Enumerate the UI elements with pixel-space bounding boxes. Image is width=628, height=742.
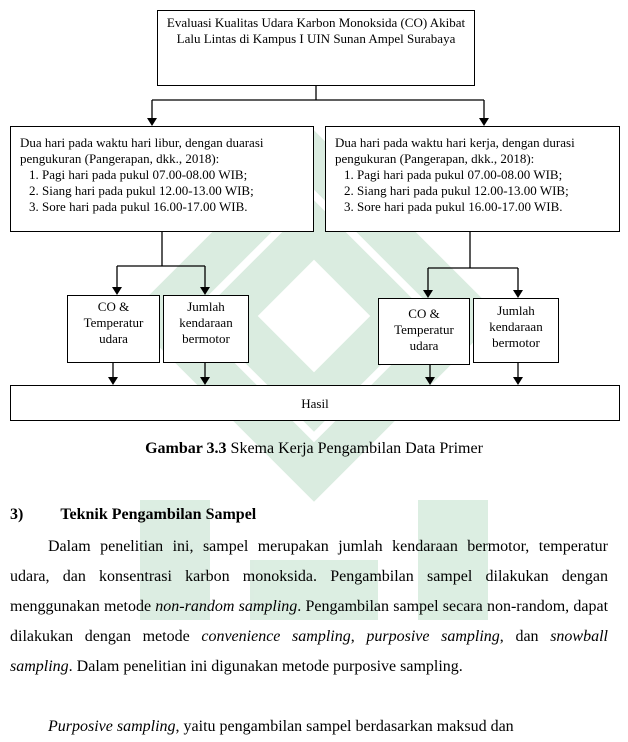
list-item: Pagi hari pada pukul 07.00-08.00 WIB; (42, 167, 305, 183)
italic-term: snowball sampling (10, 628, 608, 675)
text-run: . Dalam penelitian ini digunakan metode … (68, 658, 463, 675)
result-box: Hasil (10, 385, 620, 421)
text-run: . Pengambilan sampel secara non-random, … (10, 598, 609, 645)
top-box-text: Evaluasi Kualitas Udara Karbon Monoksida… (166, 15, 466, 46)
co-temperature-label: CO & Temperatur udara (83, 299, 144, 346)
caption-label: Gambar 3.3 (145, 440, 227, 457)
vehicle-count-label: Jumlah kendaraan bermotor (179, 299, 233, 346)
text-run: , dan (499, 628, 551, 645)
list-item: Siang hari pada pukul 12.00-13.00 WIB; (357, 183, 611, 199)
text-run: Dalam penelitian ini, sampel merupakan j… (10, 538, 608, 615)
text-run: , (350, 628, 367, 645)
italic-term: non-random sampling (155, 598, 298, 615)
list-item: Sore hari pada pukul 16.00-17.00 WIB. (357, 199, 611, 215)
co-temperature-label: CO & Temperatur udara (394, 306, 454, 353)
italic-term: purposive sampling (366, 628, 500, 645)
left-vehicle-count-box: Jumlah kendaraan bermotor (163, 295, 249, 363)
italic-term: Purposive sampling (48, 718, 176, 735)
list-item: Pagi hari pada pukul 07.00-08.00 WIB; (357, 167, 611, 183)
vehicle-count-label: Jumlah kendaraan bermotor (489, 303, 543, 350)
paragraph-1: Dalam penelitian ini, sampel merupakan j… (10, 532, 608, 682)
right-box-heading: Dua hari pada waktu hari kerja, dengan d… (335, 135, 575, 166)
section-number: 3) (10, 506, 24, 523)
caption-text: Skema Kerja Pengambilan Data Primer (230, 440, 483, 457)
diagram-top-box: Evaluasi Kualitas Udara Karbon Monoksida… (157, 10, 475, 86)
left-box-list: Pagi hari pada pukul 07.00-08.00 WIB; Si… (20, 167, 305, 215)
right-vehicle-count-box: Jumlah kendaraan bermotor (473, 298, 559, 363)
list-item: Sore hari pada pukul 16.00-17.00 WIB. (42, 199, 305, 215)
italic-term: convenience sampling (201, 628, 351, 645)
right-box-list: Pagi hari pada pukul 07.00-08.00 WIB; Si… (335, 167, 611, 215)
text-run: , yaitu pengambilan sampel berdasarkan m… (175, 718, 514, 735)
left-box-heading: Dua hari pada waktu hari libur, dengan d… (20, 135, 264, 166)
list-item: Siang hari pada pukul 12.00-13.00 WIB; (42, 183, 305, 199)
result-label: Hasil (301, 396, 329, 411)
left-co-temperature-box: CO & Temperatur udara (67, 295, 160, 363)
section-heading: 3) Teknik Pengambilan Sampel (10, 506, 256, 524)
right-condition-box: Dua hari pada waktu hari kerja, dengan d… (325, 126, 620, 232)
section-title: Teknik Pengambilan Sampel (60, 506, 257, 523)
left-condition-box: Dua hari pada waktu hari libur, dengan d… (10, 126, 314, 232)
right-co-temperature-box: CO & Temperatur udara (378, 298, 470, 365)
figure-caption: Gambar 3.3 Skema Kerja Pengambilan Data … (0, 440, 628, 458)
paragraph-2: Purposive sampling, yaitu pengambilan sa… (10, 712, 608, 742)
